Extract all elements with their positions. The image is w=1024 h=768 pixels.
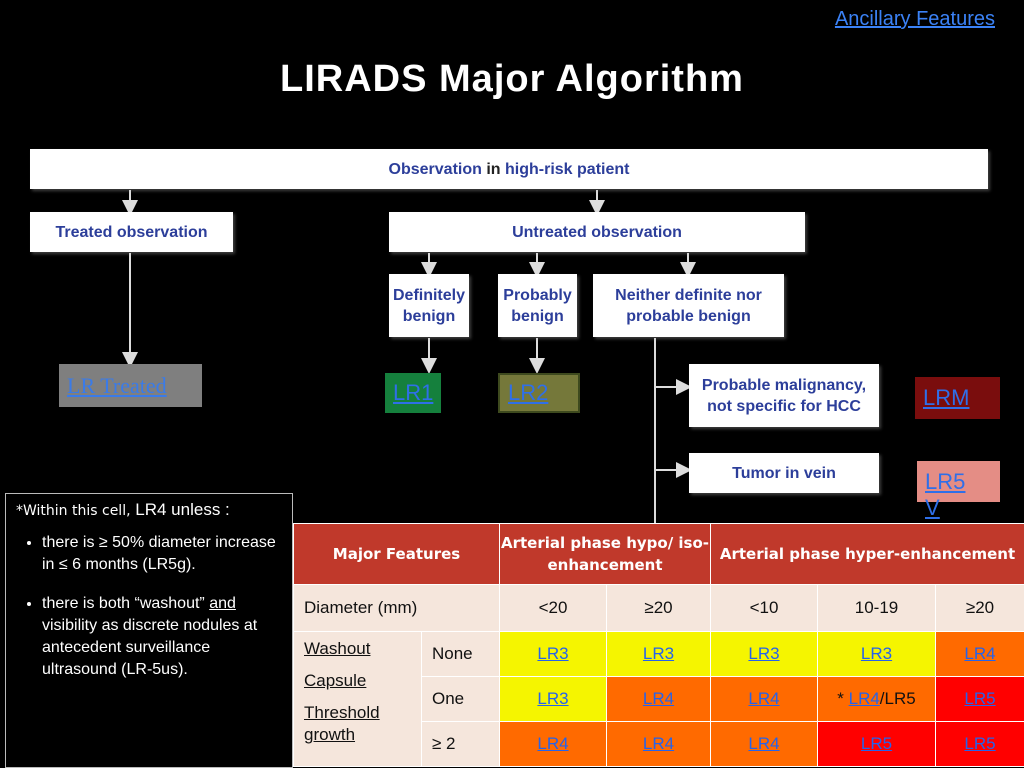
lr4-note-box: *Within this cell, LR4 unless : there is… [5, 493, 293, 768]
diameter-value: <10 [710, 584, 818, 632]
table-cell[interactable]: LR5 [934, 676, 1024, 722]
count-one: One [421, 676, 500, 722]
table-cell[interactable]: LR4 [606, 721, 711, 767]
feature-washout: Washout [304, 639, 371, 658]
untreated-observation-box: Untreated observation [389, 212, 805, 252]
count-two-plus: ≥ 2 [421, 721, 500, 767]
treated-observation-box: Treated observation [30, 212, 233, 252]
table-cell[interactable]: LR3 [499, 631, 607, 677]
observation-box: Observation in high-risk patient [30, 149, 988, 189]
tumor-in-vein-box: Tumor in vein [689, 453, 879, 493]
note-lead: *Within this cell, LR4 unless : [16, 500, 230, 519]
table-cell[interactable]: LR4 [499, 721, 607, 767]
observation-label-a: Observation [388, 160, 482, 178]
table-cell[interactable]: LR5 [817, 721, 936, 767]
feature-capsule: Capsule [304, 671, 367, 690]
table-cell[interactable]: LR3 [710, 631, 818, 677]
feature-list-cell: Washout Capsule Threshold growth [293, 631, 422, 767]
ancillary-features-link[interactable]: Ancillary Features [834, 8, 995, 30]
table-cell[interactable]: LR5 [934, 721, 1024, 767]
lr1-link[interactable]: LR1 [385, 373, 441, 413]
diameter-value: <20 [499, 584, 607, 632]
definitely-benign-box: Definitely benign [389, 274, 469, 337]
diameter-value: 10-19 [817, 584, 936, 632]
note-bullet-ultrasound: there is both “washout” and visibility a… [42, 593, 282, 681]
probable-malignancy-box: Probable malignancy, not specific for HC… [689, 364, 879, 427]
table-cell[interactable]: LR4 [606, 676, 711, 722]
table-cell[interactable]: LR4 [710, 721, 818, 767]
lirads-major-features-table: Major Features Arterial phase hypo/ iso-… [293, 523, 1024, 767]
table-cell[interactable]: LR3 [499, 676, 607, 722]
neither-benign-box: Neither definite nor probable benign [593, 274, 784, 337]
feature-threshold-growth: Threshold growth [304, 703, 380, 744]
table-cell[interactable]: LR4 [934, 631, 1024, 677]
lrm-link[interactable]: LRM [915, 377, 1000, 419]
probably-benign-box: Probably benign [498, 274, 577, 337]
header-major-features: Major Features [293, 523, 500, 585]
count-none: None [421, 631, 500, 677]
header-hyper-enhancement: Arterial phase hyper-enhancement [709, 523, 1024, 585]
note-bullet-growth: there is ≥ 50% diameter increase in ≤ 6 … [42, 532, 282, 576]
table-cell[interactable]: LR3 [817, 631, 936, 677]
table-cell-special[interactable]: * LR4/LR5 [817, 676, 936, 722]
diameter-value: ≥20 [934, 584, 1024, 632]
header-hypo-enhancement: Arterial phase hypo/ iso-enhancement [499, 523, 711, 585]
page-title: LIRADS Major Algorithm [280, 58, 744, 100]
diameter-value: ≥20 [606, 584, 711, 632]
diameter-label: Diameter (mm) [293, 584, 500, 632]
observation-label-in: in [486, 160, 501, 178]
lr2-link[interactable]: LR2 [498, 373, 580, 413]
table-cell[interactable]: LR4 [710, 676, 818, 722]
table-cell[interactable]: LR3 [606, 631, 711, 677]
observation-label-b: high-risk patient [505, 160, 630, 178]
lr-treated-link[interactable]: LR Treated [59, 364, 202, 407]
